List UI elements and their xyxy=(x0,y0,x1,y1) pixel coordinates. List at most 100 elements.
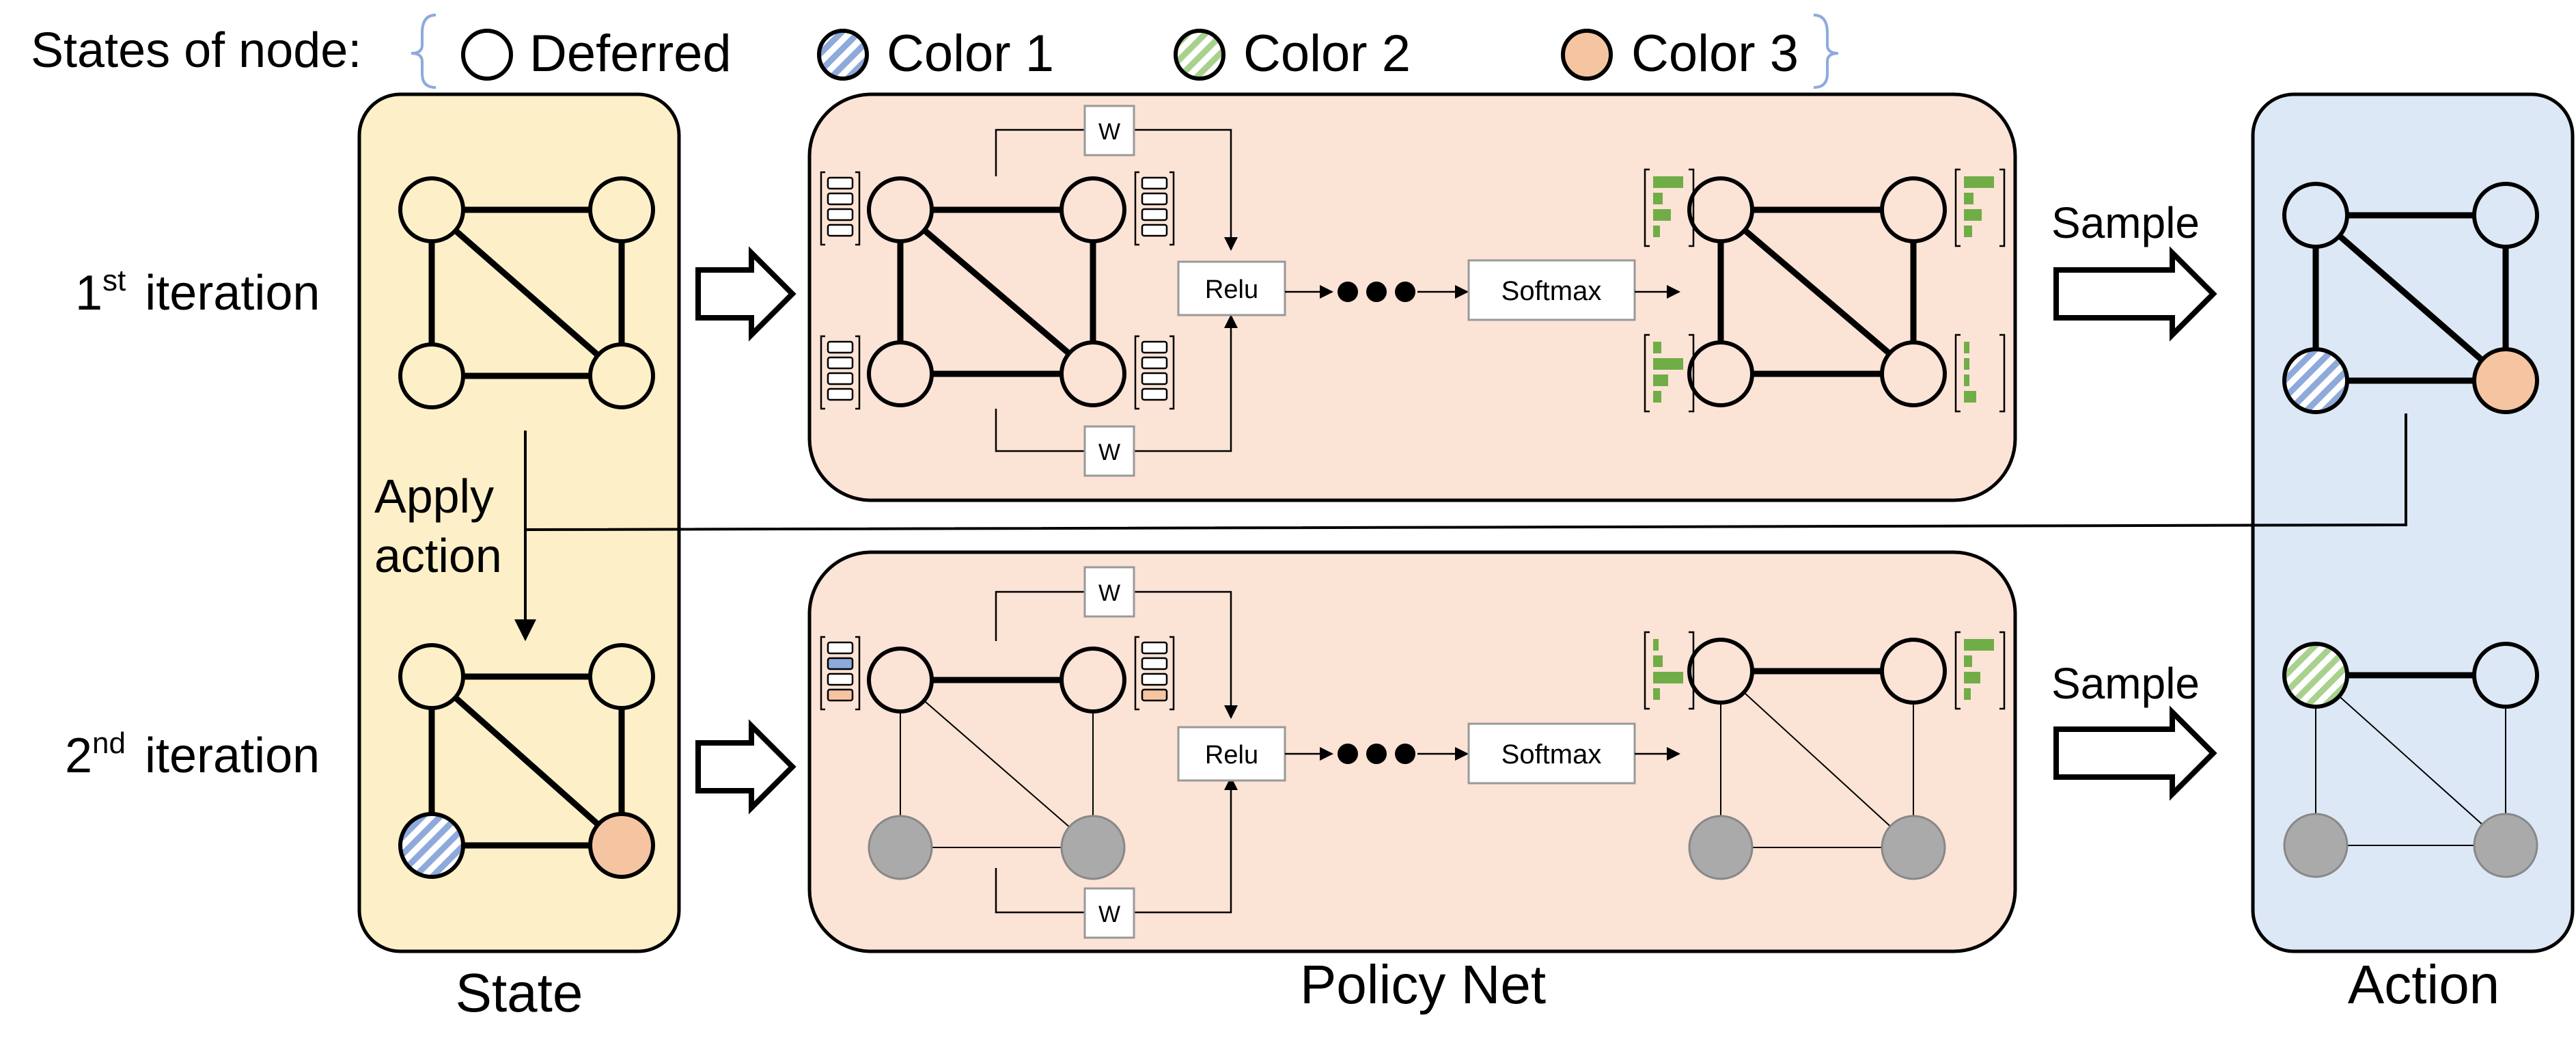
apply-action-label-line1: Apply xyxy=(374,470,494,523)
policy2-weight-box-bottom xyxy=(1083,887,1135,939)
policy2-ellipsis-dot xyxy=(1338,744,1358,764)
policy2-output-node-c-colored xyxy=(1688,815,1754,880)
policy1-output-node-d xyxy=(1880,340,1947,407)
action1-node-a xyxy=(2282,182,2349,249)
state1-node-b xyxy=(588,176,655,243)
policy1-prob-vector-d xyxy=(1954,334,2006,413)
policy2-ellipsis-dot xyxy=(1366,744,1387,764)
policy2-weight-label-bottom: W xyxy=(1098,901,1120,927)
legend-color3-node xyxy=(1561,29,1613,81)
policy2-ellipsis-dot xyxy=(1395,744,1415,764)
policy1-output-node-c xyxy=(1687,340,1754,407)
policy1-input-node-c xyxy=(867,340,934,407)
legend-heading: States of node: xyxy=(31,23,361,78)
legend-color3-label: Color 3 xyxy=(1631,25,1799,83)
policy1-prob-vector-a xyxy=(1644,168,1695,247)
legend-color2-label: Color 2 xyxy=(1243,25,1411,83)
policy-panel-caption: Policy Net xyxy=(1300,954,1546,1015)
sample-label-2: Sample xyxy=(2051,659,2200,708)
apply-action-label-line2: action xyxy=(374,529,502,582)
action-graph-1 xyxy=(2282,182,2539,414)
action-graph-2 xyxy=(2282,642,2539,878)
policy1-feature-vector-b xyxy=(1134,171,1175,246)
state2-node-a xyxy=(398,643,465,710)
state-panel xyxy=(357,92,681,953)
state2-node-c-color1 xyxy=(398,812,465,879)
legend-left-brace xyxy=(411,14,437,89)
policy1-relu-label: Relu xyxy=(1205,275,1258,304)
policy1-weight-label-bottom: W xyxy=(1098,439,1120,465)
legend: States of node: Deferred Color 1 Color 2… xyxy=(31,14,1839,89)
policy1-output-node-a xyxy=(1687,176,1754,243)
policy2-input-node-d-colored xyxy=(1060,815,1126,880)
policy1-relu-box xyxy=(1177,260,1286,316)
policy2-feature-vector-a xyxy=(820,636,861,711)
action1-node-d-color3 xyxy=(2472,347,2539,414)
policy2-prob-vector-a xyxy=(1644,631,1695,710)
state2-node-d-color3 xyxy=(588,812,655,879)
policy1-input-node-b xyxy=(1060,176,1126,243)
policy1-input-node-d xyxy=(1060,340,1126,407)
policy2-input-node-b xyxy=(1060,647,1126,714)
state-graph-2 xyxy=(398,643,655,879)
sample-label-1: Sample xyxy=(2051,198,2200,247)
hollow-arrow-state-to-policy-1 xyxy=(695,246,797,342)
action2-node-a-color2 xyxy=(2282,642,2349,709)
policy1-output-node-b xyxy=(1880,176,1947,243)
policy2-output-node-b xyxy=(1880,638,1947,705)
policy1-softmax-label: Softmax xyxy=(1501,276,1602,306)
hollow-arrow-state-to-policy-2 xyxy=(695,719,797,815)
action-panel-caption: Action xyxy=(2348,954,2499,1015)
legend-color2-node xyxy=(1174,29,1225,81)
state1-node-d xyxy=(588,342,655,409)
policy1-ellipsis-dot xyxy=(1338,282,1358,302)
policy1-feature-vector-a xyxy=(820,171,861,246)
policy2-prob-vector-b xyxy=(1954,631,2006,710)
state-panel-caption: State xyxy=(456,962,583,1023)
policy1-weight-box-top xyxy=(1083,105,1135,157)
policy2-weight-label-top: W xyxy=(1098,580,1120,606)
state-graph-1 xyxy=(398,176,655,409)
policy1-prob-vector-c xyxy=(1644,334,1695,413)
action2-node-b xyxy=(2472,642,2539,709)
hollow-arrow-sample-2 xyxy=(2053,705,2217,801)
policy2-softmax-box xyxy=(1467,722,1636,785)
policy2-input-node-a xyxy=(867,647,934,714)
policy1-ellipsis-dot xyxy=(1366,282,1387,302)
policy2-output-node-a xyxy=(1687,638,1754,705)
hollow-arrow-sample-1 xyxy=(2053,246,2217,342)
policy1-prob-vector-b xyxy=(1954,168,2006,247)
policy2-feature-vector-b xyxy=(1134,636,1175,711)
policy-row2: W W Relu Softmax xyxy=(820,566,2006,939)
action2-node-d-colored xyxy=(2473,813,2538,878)
policy2-input-node-c-colored xyxy=(868,815,933,880)
policy2-weight-box-top xyxy=(1083,566,1135,618)
legend-right-brace xyxy=(1813,14,1839,89)
policy2-relu-label: Relu xyxy=(1205,741,1258,770)
legend-deferred-node xyxy=(461,29,513,81)
policy1-weight-box-bottom xyxy=(1083,425,1135,477)
policy2-softmax-label: Softmax xyxy=(1501,739,1602,770)
action1-node-b xyxy=(2472,182,2539,249)
legend-color1-label: Color 1 xyxy=(887,25,1054,83)
legend-deferred-label: Deferred xyxy=(529,25,732,83)
policy2-relu-box xyxy=(1177,726,1286,782)
action1-node-c-color1 xyxy=(2282,347,2349,414)
action2-node-c-colored xyxy=(2283,813,2349,878)
policy1-weight-label-top: W xyxy=(1098,119,1120,145)
policy2-output-node-d-colored xyxy=(1881,815,1946,880)
policy1-feature-vector-d xyxy=(1134,335,1175,410)
policy1-softmax-box xyxy=(1467,259,1636,321)
state2-node-b xyxy=(588,643,655,710)
action-panel xyxy=(2251,92,2575,953)
policy-row1: W W Relu Softmax xyxy=(820,105,2006,477)
state1-node-c xyxy=(398,342,465,409)
policy1-ellipsis-dot xyxy=(1395,282,1415,302)
policy1-input-node-a xyxy=(867,176,934,243)
feedback-line xyxy=(525,413,2407,531)
state1-node-a xyxy=(398,176,465,243)
policy1-feature-vector-c xyxy=(820,335,861,410)
